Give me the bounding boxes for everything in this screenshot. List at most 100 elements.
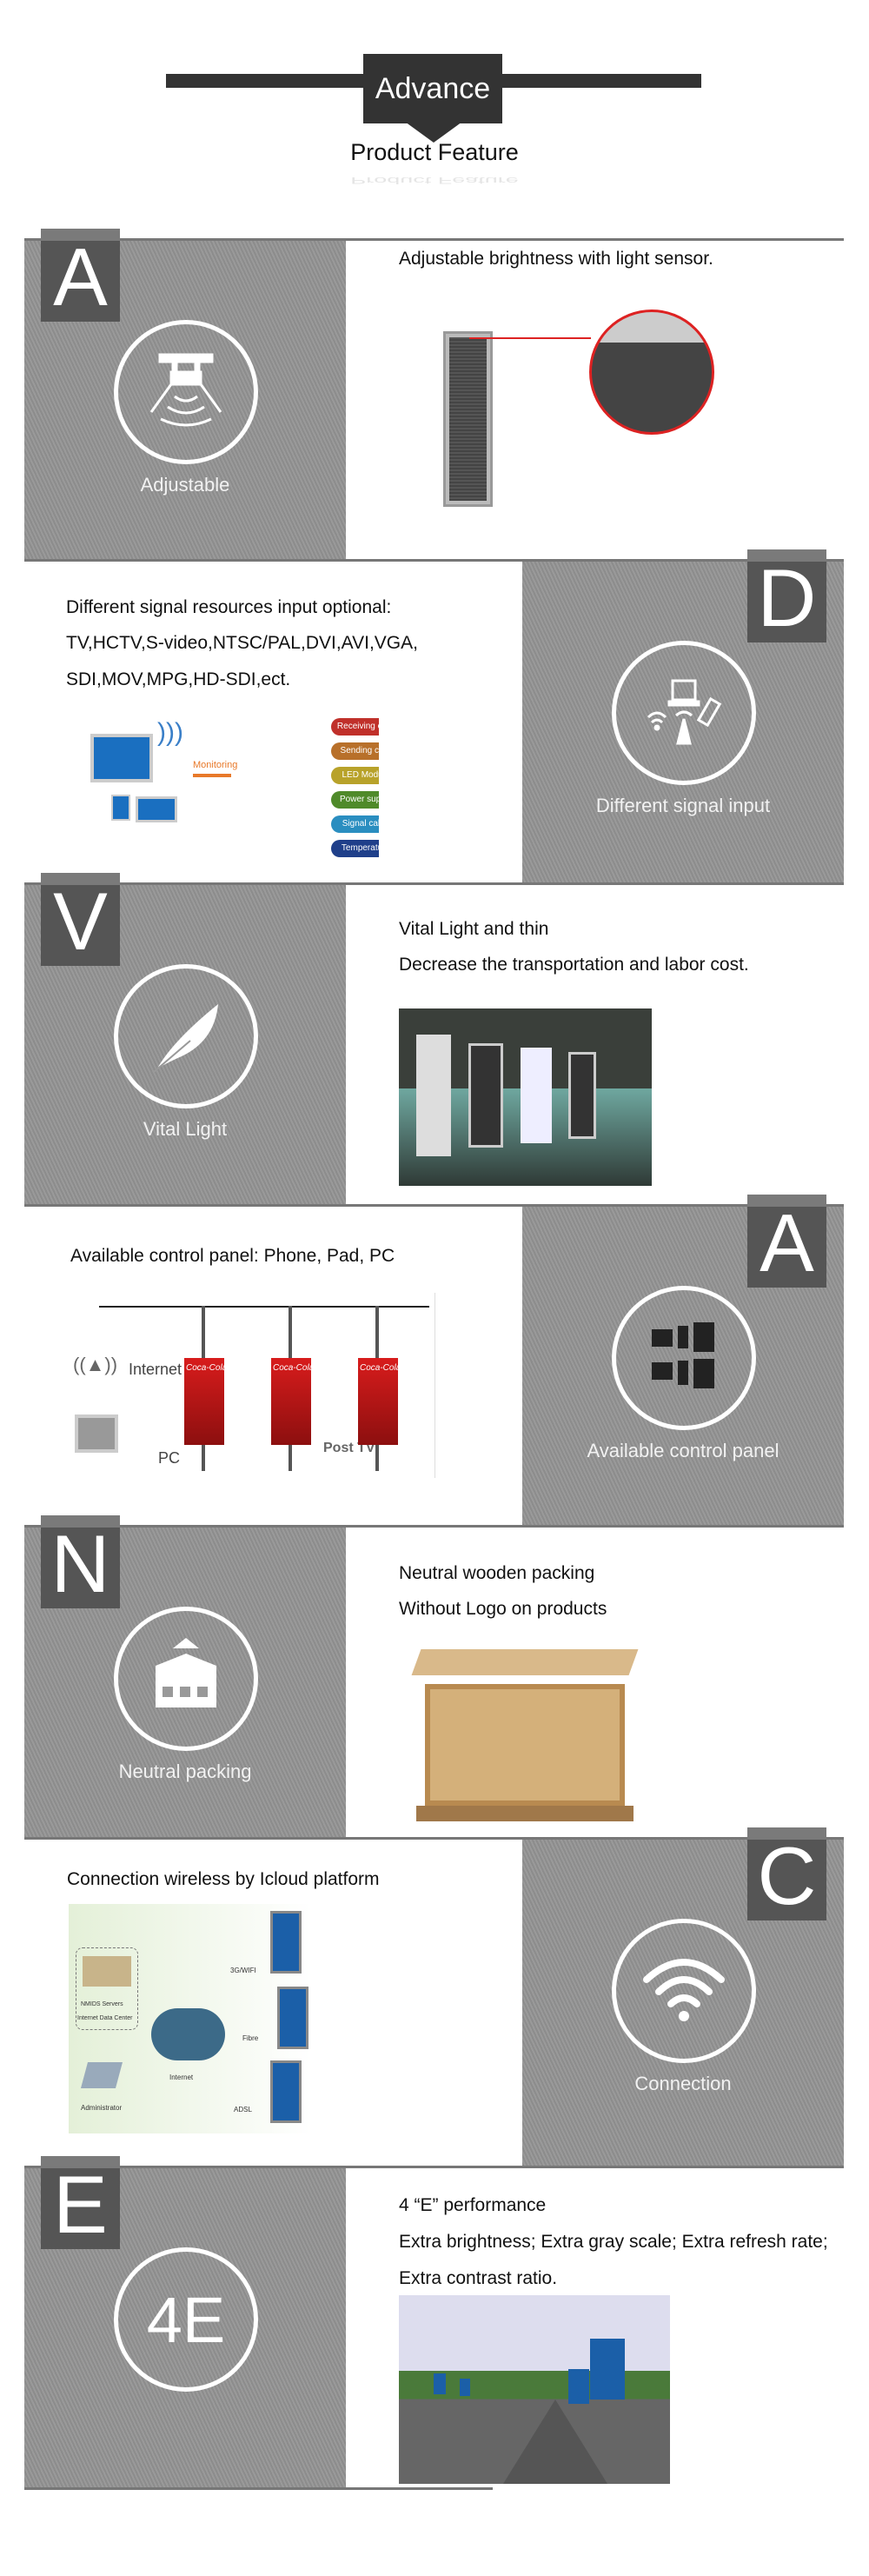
header-subtitle-reflection: Product Feature	[350, 175, 519, 186]
servers-label: NMIDS Servers	[81, 2001, 123, 2007]
header-title: Advance	[363, 54, 502, 123]
display-icon	[270, 2060, 302, 2123]
feature-text: Neutral wooden packing	[399, 1563, 595, 1583]
feature-text: Connection wireless by Icloud platform	[67, 1869, 380, 1889]
feature-text: Vital Light and thin	[399, 919, 549, 939]
header-subtitle: Product Feature	[350, 139, 519, 165]
crate-lid	[411, 1649, 639, 1675]
feature-panel: Connection	[522, 1840, 844, 2166]
feature-letter: E	[41, 2156, 120, 2250]
servers-icon	[83, 1956, 131, 1987]
sensor-zoom-image	[589, 310, 714, 435]
feature-text: Without Logo on products	[399, 1599, 607, 1619]
feature-text: Available control panel: Phone, Pad, PC	[70, 1246, 395, 1266]
feature-letter: N	[41, 1515, 120, 1609]
pc-icon	[75, 1414, 118, 1453]
monitoring-label: Monitoring	[193, 760, 238, 770]
panel-shape	[468, 1043, 503, 1148]
brand-logo: Coca-Cola	[360, 1363, 401, 1373]
road-photo	[399, 2295, 670, 2484]
adsl-label: ADSL	[234, 2106, 252, 2113]
wooden-crate-photo	[399, 1641, 653, 1827]
wifi-label: 3G/WIFI	[230, 1967, 256, 1974]
coca-cola-display: Coca-Cola	[358, 1358, 401, 1445]
devices-icon	[612, 1286, 756, 1430]
panel-shape	[568, 1052, 596, 1139]
feature-text: Decrease the transportation and labor co…	[399, 955, 749, 975]
crate-pallet	[416, 1806, 634, 1821]
monitoring-diagram: ))) Monitoring Receiving card Sending ca…	[66, 701, 379, 857]
control-diagram: ((▲)) Internet PC Post TV Coca-Cola Coca…	[63, 1293, 435, 1478]
header-pointer	[405, 122, 462, 143]
package-icon	[114, 1607, 258, 1751]
panel-shape	[521, 1048, 552, 1143]
pc-label: PC	[158, 1449, 181, 1467]
chip: Temperature	[331, 840, 379, 857]
led-pole-display	[460, 2379, 470, 2396]
feature-text: SDI,MOV,MPG,HD-SDI,ect.	[66, 669, 291, 689]
feature-letter: A	[41, 229, 120, 323]
feature-label: Adjustable	[140, 474, 230, 496]
feature-text: Extra contrast ratio.	[399, 2268, 558, 2288]
feature-neutral-packing: Neutral packing N Neutral wooden packing…	[24, 1515, 844, 1837]
light-sensor-icon	[114, 320, 258, 464]
tower-icon: ((▲))	[73, 1354, 118, 1375]
road	[503, 2400, 607, 2484]
crate-body	[425, 1684, 625, 1806]
feature-control-panel: Available control panel A Available cont…	[24, 1195, 844, 1525]
feature-letter: C	[747, 1827, 826, 1921]
fibre-label: Fibre	[242, 2034, 259, 2042]
chip: Power supply	[331, 791, 379, 809]
feature-label: Vital Light	[143, 1118, 228, 1140]
network-line	[99, 1306, 429, 1308]
led-display-image	[443, 331, 493, 507]
4e-text: 4E	[146, 2283, 226, 2356]
panel-shape	[416, 1035, 451, 1156]
display-icon	[270, 1911, 302, 1974]
signal-input-icon	[612, 641, 756, 785]
internet-label: Internet	[169, 2073, 194, 2081]
internet-label: Internet	[129, 1361, 182, 1378]
cloud-icon	[151, 2008, 225, 2060]
feature-connection: Connection C Connection wireless by Iclo…	[24, 1827, 844, 2166]
bottom-divider	[24, 2487, 493, 2490]
brand-logo: Coca-Cola	[186, 1363, 228, 1373]
led-pole-display	[590, 2339, 625, 2400]
chip: LED Module	[331, 767, 379, 784]
feature-label: Different signal input	[595, 795, 771, 816]
brand-logo: Coca-Cola	[273, 1363, 315, 1373]
wifi-icon	[612, 1919, 756, 2063]
feature-letter: A	[747, 1195, 826, 1288]
network-diagram: NMIDS Servers Internet Data Center Inter…	[69, 1904, 312, 2133]
wireless-icon: )))	[157, 718, 183, 747]
feature-label: Connection	[634, 2073, 732, 2094]
monitor-icon	[90, 734, 153, 782]
tablet-icon	[111, 795, 130, 821]
feature-text: Different signal resources input optiona…	[66, 597, 392, 617]
chip: Sending card	[331, 742, 379, 760]
chip: Signal cable	[331, 815, 379, 833]
feature-signal-input: Different signal input D Different signa…	[24, 549, 844, 882]
laptop-icon	[80, 2062, 123, 2088]
led-pole-display	[568, 2369, 589, 2404]
arrow-icon	[193, 774, 231, 777]
feature-label: Neutral packing	[118, 1761, 252, 1782]
feature-text: Adjustable brightness with light sensor.	[399, 249, 713, 269]
feature-label: Available control panel	[587, 1440, 779, 1461]
feature-letter: D	[747, 549, 826, 643]
laptop-icon	[136, 796, 177, 822]
feature-vital-light: Vital Light V Vital Light and thin Decre…	[24, 873, 844, 1204]
feature-text: Extra brightness; Extra gray scale; Extr…	[399, 2232, 828, 2252]
zoom-line	[469, 337, 591, 339]
chip: Receiving card	[331, 718, 379, 736]
feature-letter: V	[41, 873, 120, 967]
coca-cola-display: Coca-Cola	[184, 1358, 228, 1445]
display-icon	[277, 1987, 308, 2049]
4e-icon: 4E	[114, 2247, 258, 2392]
admin-label: Administrator	[81, 2104, 123, 2112]
warehouse-photo	[399, 1008, 652, 1186]
feature-text: TV,HCTV,S-video,NTSC/PAL,DVI,AVI,VGA,	[66, 633, 418, 653]
feature-4e: 4E E 4 “E” performance Extra brightness;…	[24, 2156, 844, 2489]
feather-icon	[114, 964, 258, 1108]
feature-adjustable: Adjustable A Adjustable brightness with …	[24, 229, 844, 559]
